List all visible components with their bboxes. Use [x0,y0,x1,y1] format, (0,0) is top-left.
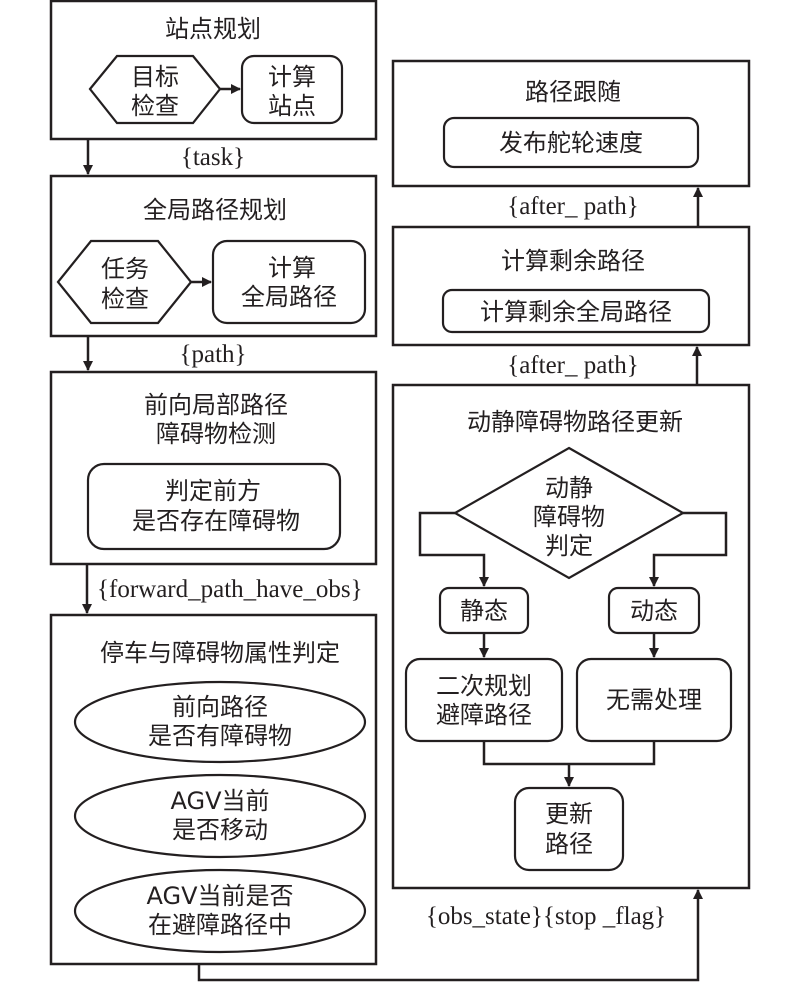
update-path-line1: 更新 [545,800,593,828]
ellipse3-line1: AGV当前是否 [146,882,293,910]
update-path-node [513,786,625,872]
forward-detection-title-line2: 障碍物检测 [156,420,276,448]
dynamic-label: 动态 [630,597,678,625]
station-planning-block: 站点规划 目标 检查 计算 站点 [49,0,378,141]
compute-remaining-global-path-node [441,288,711,334]
forward-obstacle-detection-block: 前向局部路径 障碍物检测 判定前方 是否存在障碍物 [49,370,378,566]
publish-wheel-speed-label: 发布舵轮速度 [499,129,643,157]
path-following-block: 路径跟随 发布舵轮速度 [391,59,751,188]
path-following-title: 路径跟随 [525,78,621,106]
task-check-line2: 检查 [101,285,149,313]
edge-label-forward-path-have-obs: {forward_path_have_obs} [97,576,363,603]
compute-global-path-line2: 全局路径 [241,283,337,311]
stop-attribute-block: 停车与障碍物属性判定 前向路径 是否有障碍物 AGV当前 是否移动 AGV当前是… [49,613,378,966]
arrow-feedback-loop [197,889,703,982]
judge-obstacle-line2: 是否存在障碍物 [132,507,300,535]
decision-line2: 障碍物 [533,503,605,531]
replan-line2: 避障路径 [436,701,532,729]
remaining-path-title: 计算剩余路径 [501,247,645,275]
decision-diamond [452,446,686,580]
obstacle-path-update-block: 动静障碍物路径更新 动静 障碍物 判定 静态 动态 二次规划 避障路径 无需处理… [391,383,751,890]
forward-detection-title-line1: 前向局部路径 [144,391,288,419]
ellipse1-line1: 前向路径 [172,693,268,721]
static-label: 静态 [460,597,508,625]
target-check-line2: 检查 [131,92,179,120]
edge-label-after-path-bottom: {after_ path} [507,352,639,379]
obstacle-update-title: 动静障碍物路径更新 [467,408,683,436]
arrow-decision-to-static [418,511,489,587]
stop-attribute-title: 停车与障碍物属性判定 [100,639,340,667]
global-path-planning-block: 全局路径规划 任务 检查 计算 全局路径 [49,174,378,338]
station-planning-title: 站点规划 [165,15,261,43]
replan-line1: 二次规划 [436,672,532,700]
compute-station-line2: 站点 [268,92,316,120]
compute-global-path-line1: 计算 [268,254,316,282]
edge-label-task: {task} [181,144,245,171]
ellipse-agv-moving [73,773,367,859]
ellipse2-line1: AGV当前 [170,787,269,815]
compute-station-node [240,54,344,125]
compute-global-path-node [211,239,367,325]
ellipse1-line2: 是否有障碍物 [148,722,292,750]
edge-label-obs-state-stop-flag: {obs_state}{stop _flag} [426,903,666,930]
edge-label-after-path-top: {after_ path} [507,193,639,220]
arrow-decision-to-dynamic [649,511,728,587]
ellipse3-line2: 在避障路径中 [148,911,292,939]
task-check-line1: 任务 [101,255,149,283]
ellipse-agv-in-avoid-path [73,868,367,954]
publish-wheel-speed-node [442,116,700,169]
judge-obstacle-node [86,462,342,551]
target-check-line1: 目标 [131,63,179,91]
global-path-planning-title: 全局路径规划 [143,196,287,224]
edge-label-path: {path} [179,341,246,368]
compute-station-line1: 计算 [268,63,316,91]
ellipse-forward-path-obstacle [73,680,367,764]
no-processing-label: 无需处理 [606,686,702,714]
decision-line1: 动静 [545,474,593,502]
remaining-path-block: 计算剩余路径 计算剩余全局路径 [391,225,751,347]
judge-obstacle-line1: 判定前方 [165,477,261,505]
ellipse2-line2: 是否移动 [172,816,268,844]
update-path-line2: 路径 [545,830,593,858]
compute-remaining-global-path-label: 计算剩余全局路径 [480,298,672,326]
decision-line3: 判定 [545,532,593,560]
